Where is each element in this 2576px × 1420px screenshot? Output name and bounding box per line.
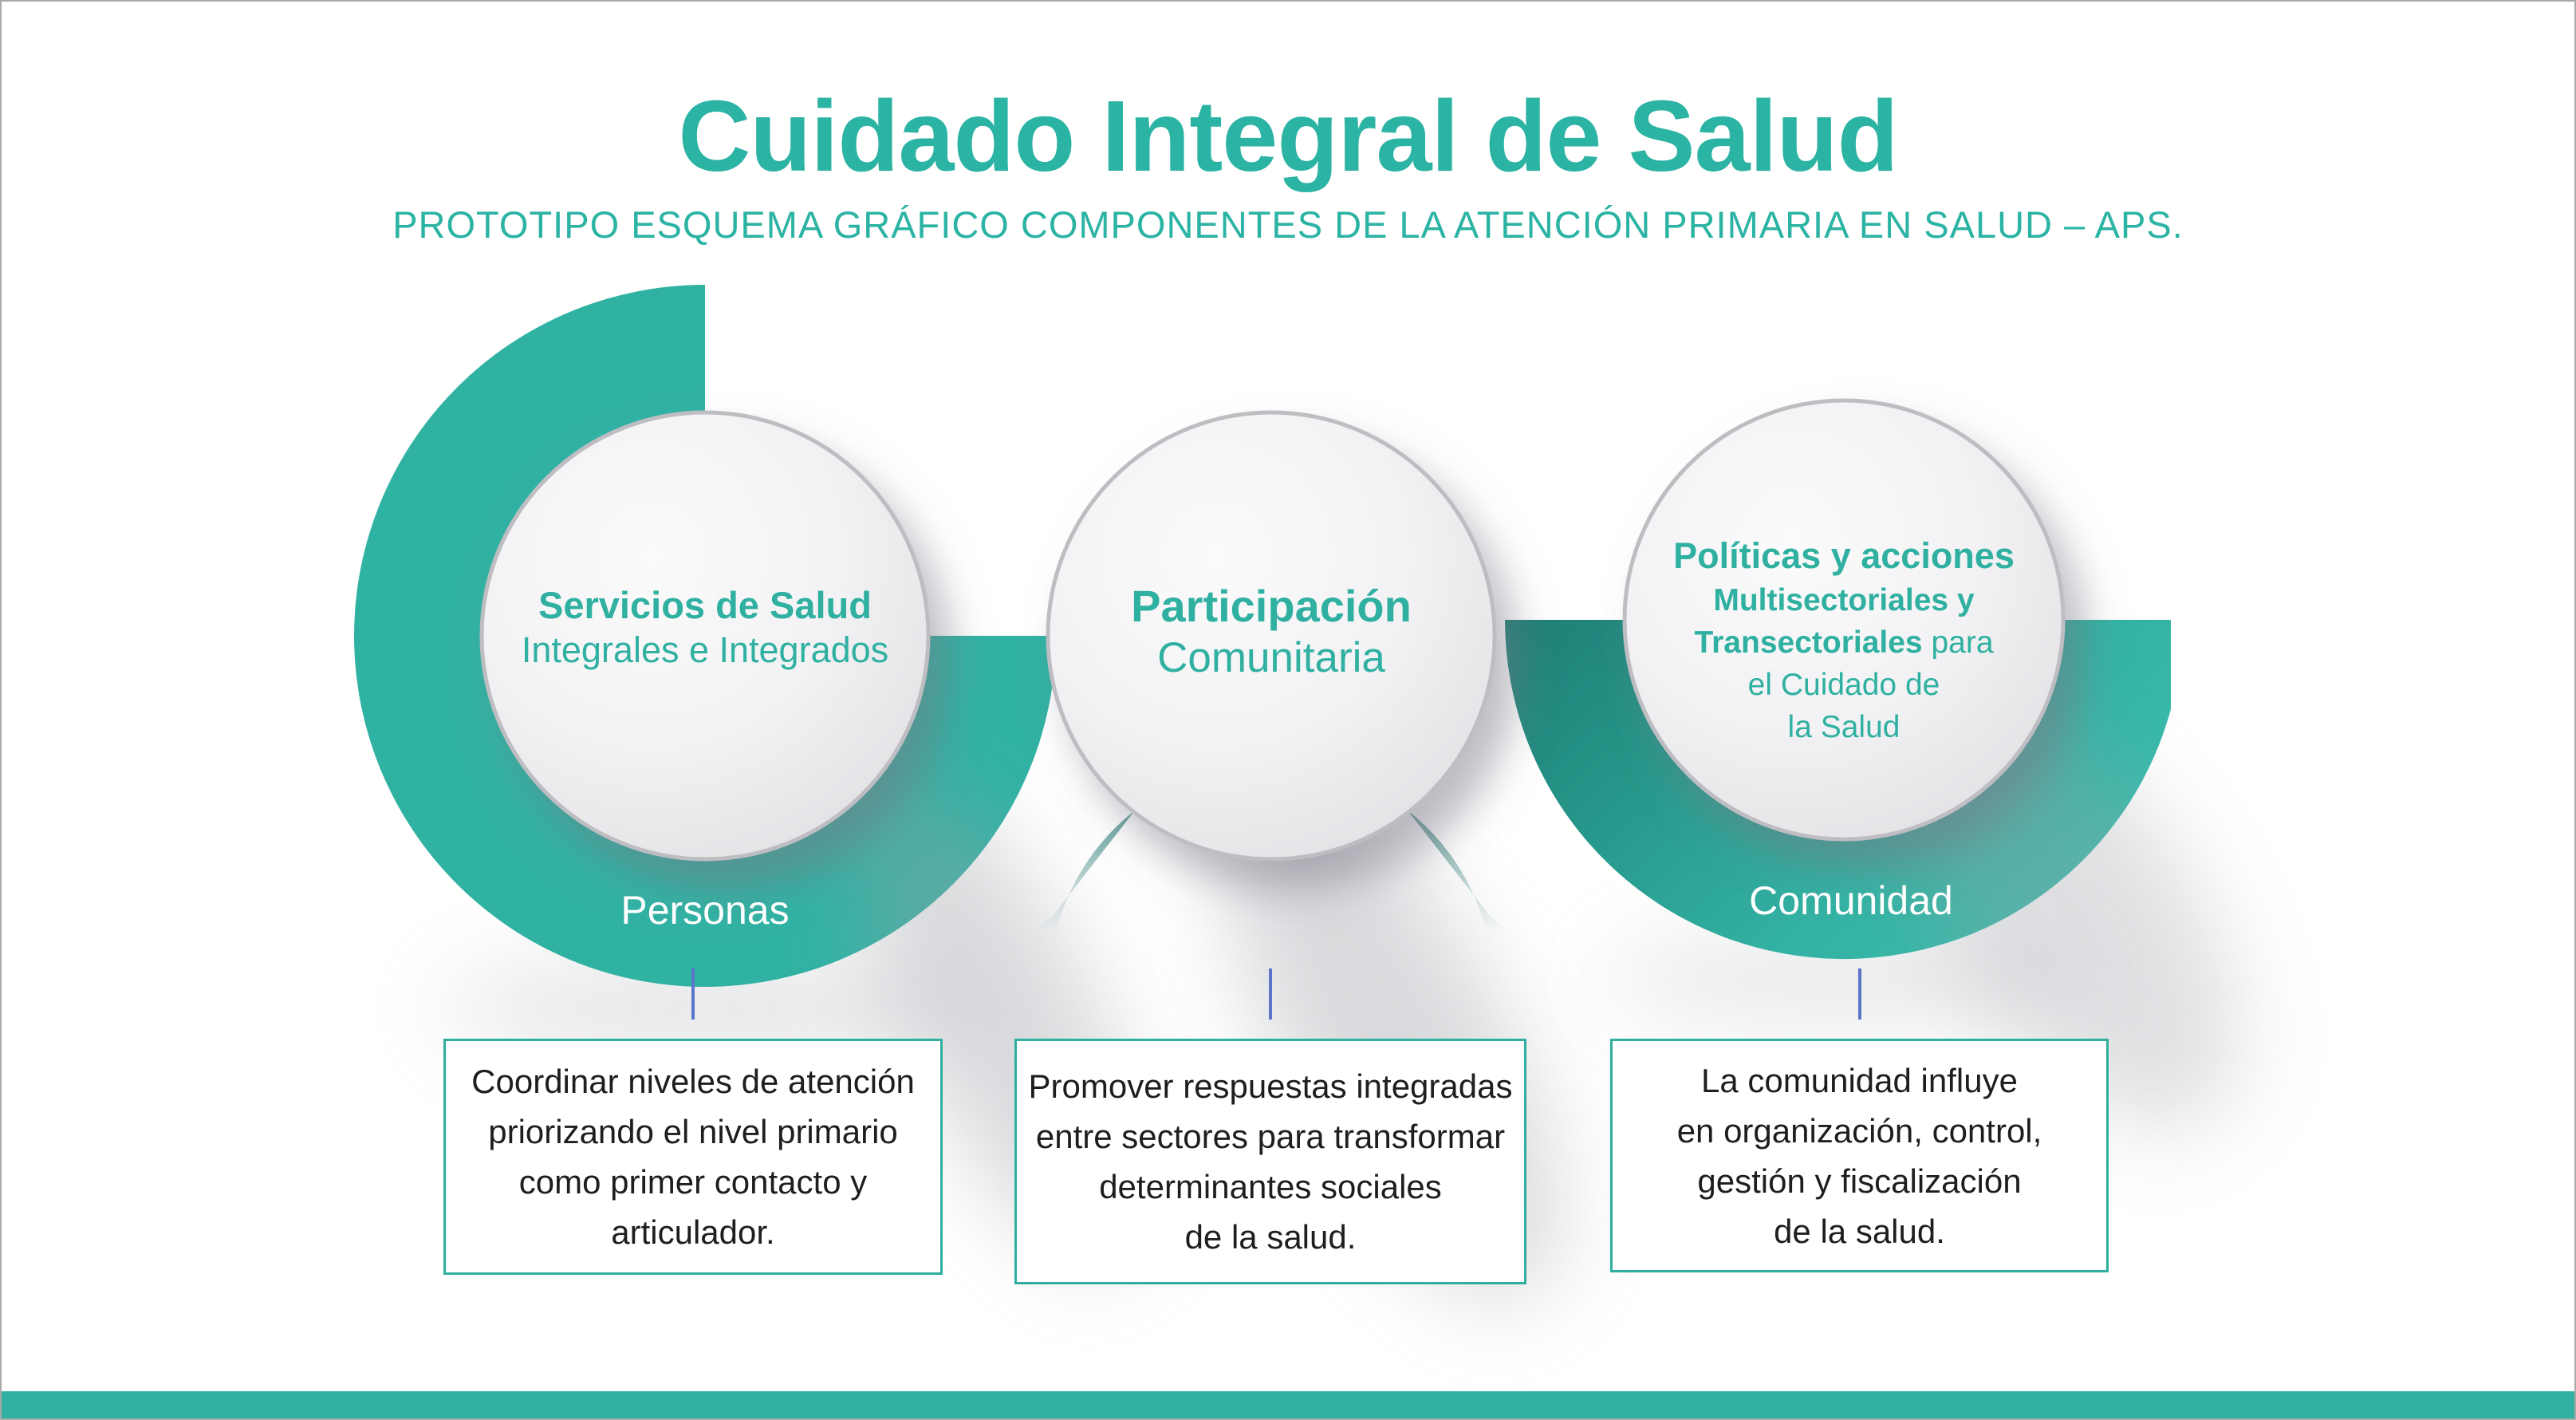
left-ring-ground-shadow bbox=[442, 964, 968, 1052]
circle-politicas-line5: la Salud bbox=[1787, 710, 1900, 744]
connector-line-1 bbox=[691, 968, 695, 1020]
circle-politicas-text: Políticas y acciones Multisectoriales y … bbox=[1613, 533, 2075, 748]
circle-politicas-line4: el Cuidado de bbox=[1747, 668, 1940, 702]
connector-line-3 bbox=[1858, 968, 1861, 1020]
page-subtitle: PROTOTIPO ESQUEMA GRÁFICO COMPONENTES DE… bbox=[392, 203, 2184, 246]
note-box-participacion: Promover respuestas integradas entre sec… bbox=[1014, 1039, 1526, 1284]
circle-servicios-text: Servicios de Salud Integrales e Integrad… bbox=[458, 582, 952, 672]
circle-participacion bbox=[1046, 410, 1497, 862]
note-text-comunidad: La comunidad influye en organización, co… bbox=[1676, 1061, 2042, 1250]
circle-politicas-line3: Transectoriales para bbox=[1613, 621, 2075, 664]
circle-politicas-line2: Multisectoriales y bbox=[1713, 583, 1975, 617]
note-text-servicios: Coordinar niveles de atención priorizand… bbox=[471, 1063, 915, 1251]
ribbon-label-comunidad: Comunidad bbox=[1749, 878, 1953, 923]
circle-politicas-title: Políticas y acciones bbox=[1673, 535, 2015, 576]
circle-participacion-subtitle: Comunitaria bbox=[1157, 634, 1385, 681]
note-box-comunidad: La comunidad influye en organización, co… bbox=[1610, 1039, 2109, 1272]
circle-politicas bbox=[1622, 398, 2066, 842]
connector-line-2 bbox=[1269, 968, 1272, 1020]
circle-servicios-subtitle: Integrales e Integrados bbox=[521, 629, 889, 670]
circle-servicios bbox=[479, 410, 931, 862]
circle-participacion-title: Participación bbox=[1131, 581, 1412, 631]
circle-politicas-line3-bold: Transectoriales bbox=[1694, 625, 1923, 660]
note-text-participacion: Promover respuestas integradas entre sec… bbox=[1028, 1067, 1513, 1256]
circle-servicios-title: Servicios de Salud bbox=[538, 584, 872, 626]
footer-accent-bar bbox=[2, 1391, 2574, 1418]
ribbon-label-personas: Personas bbox=[620, 888, 790, 933]
circle-participacion-text: Participación Comunitaria bbox=[1016, 579, 1526, 683]
page-title: Cuidado Integral de Salud bbox=[678, 80, 1898, 192]
circle-politicas-line3-rest: para bbox=[1922, 625, 1994, 660]
note-box-servicios: Coordinar niveles de atención priorizand… bbox=[443, 1039, 943, 1275]
ribbon-label-familias: Familias bbox=[1199, 333, 1349, 377]
